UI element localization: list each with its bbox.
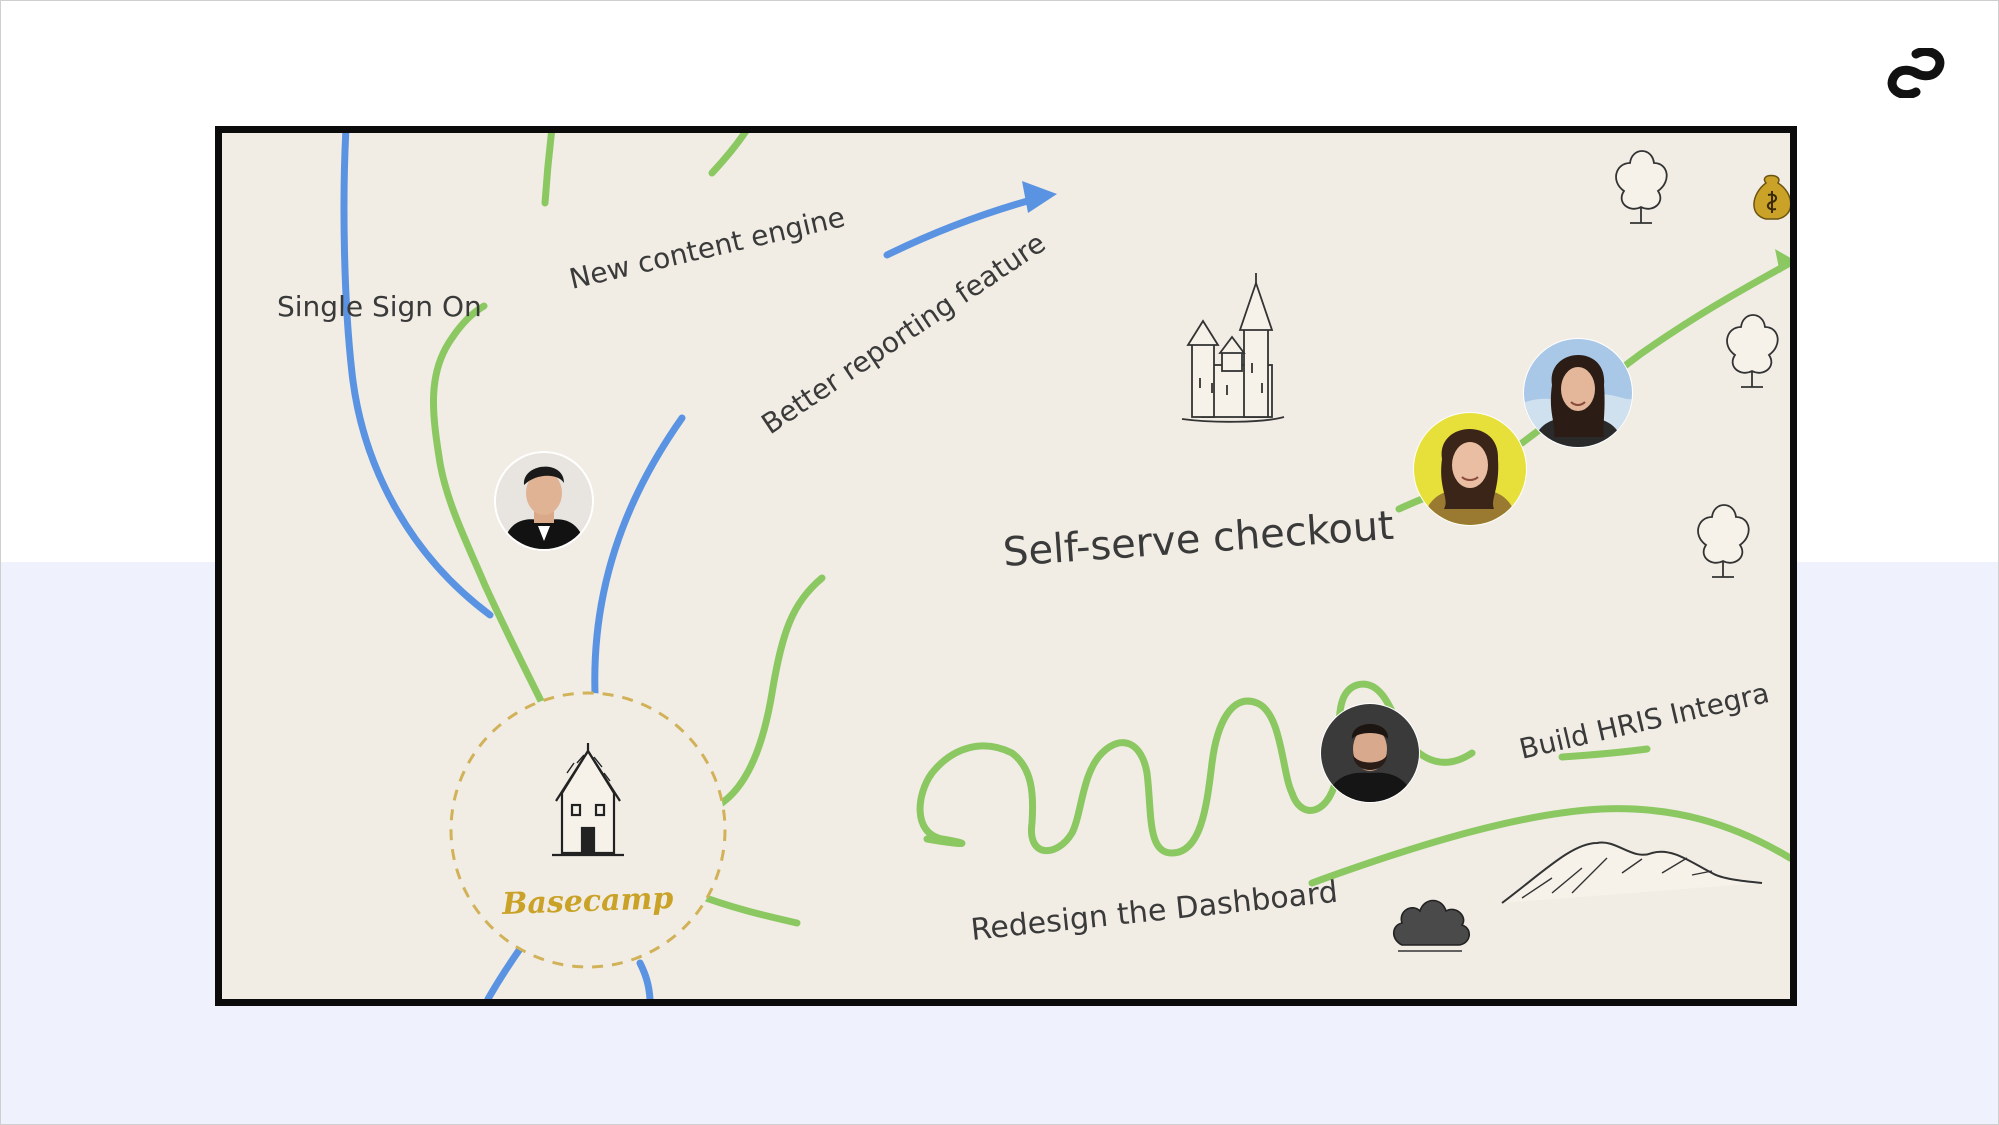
path-basecamp-lower-left — [484, 942, 526, 999]
path-new-content-engine — [430, 302, 546, 707]
path-better-reporting-end — [883, 193, 1046, 259]
mountains-icon — [1501, 841, 1763, 904]
basecamp-label: Basecamp — [501, 881, 674, 922]
avatar-man-beard[interactable] — [1320, 703, 1420, 803]
path-single-sign-on — [340, 133, 494, 619]
money-bag-icon — [1753, 174, 1790, 220]
house-icon — [552, 743, 624, 857]
path-redesign-dashboard-end — [1308, 805, 1790, 887]
path-better-reporting — [591, 414, 686, 697]
label-redesign-dashboard[interactable]: Redesign the Dashboard — [969, 875, 1339, 948]
tree-icon — [1697, 504, 1750, 578]
label-single-sign-on[interactable]: Single Sign On — [277, 290, 482, 323]
tree-icon — [1726, 314, 1779, 388]
avatar-woman-sky-background[interactable] — [1523, 338, 1633, 448]
label-self-serve-checkout[interactable]: Self-serve checkout — [1001, 503, 1395, 576]
castle-icon — [1181, 273, 1285, 423]
path-basecamp-lower-right — [636, 959, 654, 999]
tree-icon — [1615, 150, 1668, 224]
roadmap-map: Basecamp Single Sign On New content engi… — [215, 126, 1797, 1006]
label-new-content-engine[interactable]: New content engine — [566, 200, 848, 295]
avatar-man-short-hair[interactable] — [494, 451, 594, 551]
roadmap-canvas: Basecamp Single Sign On New content engi… — [277, 133, 1790, 999]
bush-icon — [1392, 899, 1470, 952]
avatar-woman-yellow-background[interactable] — [1413, 412, 1527, 526]
path-self-serve-checkout — [696, 574, 826, 817]
arrow-head-green — [1775, 249, 1790, 273]
path-build-hris-integration-end — [1558, 745, 1651, 761]
brand-logo-icon — [1887, 48, 1945, 98]
path-top-left-green — [541, 133, 555, 207]
path-top-mid-green — [708, 133, 749, 177]
arrow-head-blue — [1022, 181, 1057, 213]
basecamp-node[interactable]: Basecamp — [449, 691, 727, 969]
label-better-reporting-feature[interactable]: Better reporting feature — [755, 226, 1051, 441]
